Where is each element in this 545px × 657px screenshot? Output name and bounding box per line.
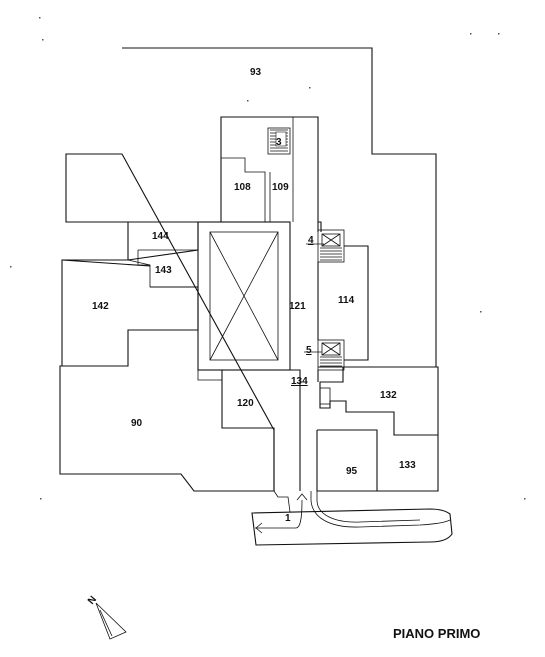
central-void <box>197 221 291 371</box>
room-120 <box>221 370 275 491</box>
stair-3 <box>267 127 291 155</box>
building-outline <box>59 47 439 492</box>
corridor-121 <box>290 222 319 491</box>
room-label-4: 4 <box>308 235 314 246</box>
room-142 <box>61 259 199 367</box>
room-label-1: 1 <box>285 513 291 524</box>
room-label-143: 143 <box>155 265 172 276</box>
room-label-5: 5 <box>306 345 312 356</box>
room-93-inner <box>128 116 322 232</box>
room-label-132: 132 <box>380 390 397 401</box>
room-132 <box>318 366 438 436</box>
room-114 <box>344 245 369 361</box>
room-label-114: 114 <box>338 295 355 306</box>
plan-title: PIANO PRIMO <box>393 626 480 641</box>
room-label-108: 108 <box>234 182 251 193</box>
room-label-121: 121 <box>289 301 306 312</box>
room-95 <box>317 429 378 491</box>
north-arrow-icon: N <box>86 594 127 640</box>
room-label-133: 133 <box>399 460 416 471</box>
scan-specks <box>10 17 526 500</box>
room-label-95: 95 <box>346 466 358 477</box>
entrance-ramp <box>251 490 453 546</box>
room-label-120: 120 <box>237 398 254 409</box>
room-label-93: 93 <box>250 67 262 78</box>
room-label-90: 90 <box>131 418 143 429</box>
room-label-144: 144 <box>152 231 169 242</box>
stair-5 <box>304 339 345 371</box>
room-label-134: 134 <box>291 376 308 387</box>
room-label-3: 3 <box>276 137 282 148</box>
room-label-142: 142 <box>92 301 109 312</box>
room-label-109: 109 <box>272 182 289 193</box>
